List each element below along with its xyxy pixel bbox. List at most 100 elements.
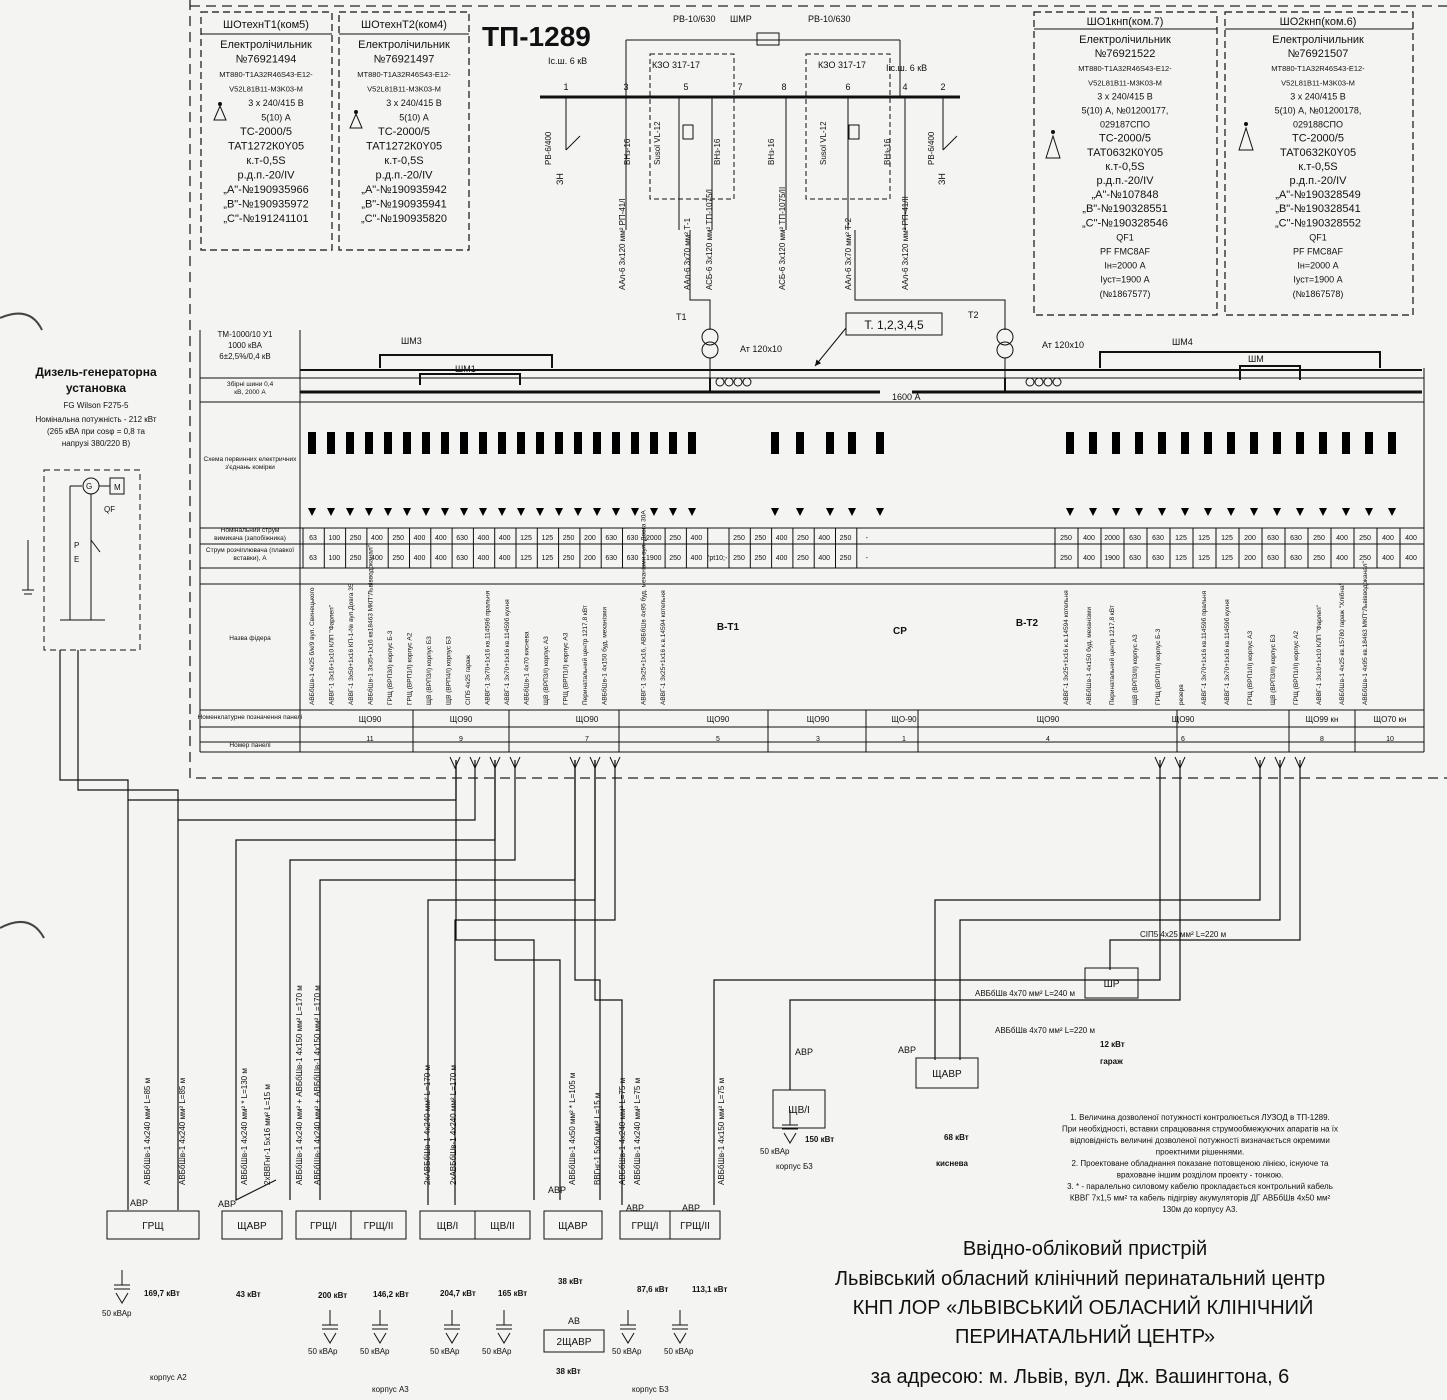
switch-icon <box>407 410 415 418</box>
switch-icon <box>1277 410 1285 418</box>
footer-line-4: ПЕРИНАТАЛЬНИЙ ЦЕНТР» <box>955 1324 1215 1348</box>
terminal-arrow <box>1274 756 1286 770</box>
switch-icon <box>483 410 491 418</box>
hv-device-label: ВНз-16 <box>883 138 892 165</box>
switch-icon <box>1323 410 1331 418</box>
panel-name: ГРЩ/ІІ <box>364 1221 394 1232</box>
trip-current-cell: 250 <box>563 555 575 562</box>
meter-line: 3 х 240/415 В <box>386 98 442 108</box>
isc-right: Ііс.ш. 6 кВ <box>886 63 927 73</box>
cable-label: АВБбШв-1 4х240 мм² L=75 м <box>633 1078 642 1185</box>
rated-current-cell: 200 <box>1244 535 1256 542</box>
cable-label: АВБбШв 4х70 мм² L=240 м <box>975 989 1075 998</box>
cable-route <box>594 760 623 1205</box>
meter-line: 5(10) А <box>399 113 429 123</box>
hv-cell-number: 4 <box>902 82 907 92</box>
panel-box <box>474 1210 531 1240</box>
hv-cable-label: АСБ-6 3х120 мм² ТП-1075/ІІ <box>778 187 787 290</box>
meter-line: „С"-№190328552 <box>1275 217 1361 229</box>
shmr-label: ШМР <box>730 14 752 24</box>
trip-current-cell: - <box>866 555 869 562</box>
trip-current-cell: 630 <box>1152 555 1164 562</box>
rated-current-cell: 630 <box>605 535 617 542</box>
note-line: проектними рішеннями. <box>1156 1148 1244 1157</box>
trip-current-cell: 630 <box>627 555 639 562</box>
trip-current-cell: 400 <box>371 555 383 562</box>
fuse-icon <box>771 432 779 454</box>
trip-current-cell: 400 <box>818 555 830 562</box>
arrow-icon <box>1342 508 1350 516</box>
meter-line: Ін=2000 А <box>1104 261 1145 271</box>
building-label: корпус А2 <box>150 1373 187 1382</box>
panel-name: ЩАВР <box>558 1221 588 1232</box>
switch-icon <box>830 410 838 418</box>
terminal-arrow <box>1254 756 1266 770</box>
trip-current-cell: 400 <box>414 555 426 562</box>
terminal-arrow <box>449 756 461 770</box>
meter-box-t2: ШОтехнТ2(ком4) <box>338 11 470 251</box>
kso-right-label: КЗО 317-17 <box>818 60 866 70</box>
fuse-icon <box>441 432 449 454</box>
feeder-name: Перинатальний центр 1217,8 кВт <box>581 605 589 705</box>
panel-type: ЩО90 <box>707 715 730 724</box>
hv-cell-number: 2 <box>940 82 945 92</box>
meter-line: к.т-0,5S <box>1298 161 1337 173</box>
arrow-icon <box>688 508 696 516</box>
meter-text-group: Електролічильник№76921494МТ880-Т1А32R46S… <box>219 34 1365 299</box>
fuse-icon <box>365 432 373 454</box>
fuse-icon <box>612 432 620 454</box>
feeder-name: АВВГ-1 3х70+1х16 кв.11459б пральня <box>484 590 492 705</box>
feeder-name: АВВГ-1 3х50+1х16 КП-1-№ вул.Довга 35 <box>348 583 355 705</box>
feeder-name: В-Т1 <box>717 622 740 633</box>
switch-icon <box>635 410 643 418</box>
feeder-name: АВВГ-1 3х25+1х16 к.в.14594 котельня <box>660 590 667 705</box>
trip-current-cell: 125 <box>541 555 553 562</box>
fuse-icon <box>631 432 639 454</box>
arrow-icon <box>555 508 563 516</box>
arrow-icon <box>593 508 601 516</box>
panel-box <box>772 1089 826 1129</box>
fuse-icon <box>1250 432 1258 454</box>
trip-current-cell: 630 <box>1290 555 1302 562</box>
fuse-icon <box>1089 432 1097 454</box>
terminal-arrow <box>469 756 481 770</box>
shm-bar <box>1099 351 1381 368</box>
panel-name: ЩАВР <box>932 1069 962 1080</box>
arrow-icon <box>1112 508 1120 516</box>
cable-label: АВБбШв-1 4х240 мм² + АВБбШв-1 4х150 мм² … <box>313 985 322 1185</box>
transformer-spec: 6±2,5%/0,4 кВ <box>219 352 270 361</box>
rated-current-cell: 125 <box>541 535 553 542</box>
meter-line: МТ880-Т1А32R46S43-Е12- <box>1271 64 1365 73</box>
switch-icon <box>852 410 860 418</box>
cable-route <box>1109 760 1301 970</box>
trip-current-cell: 250 <box>1060 555 1072 562</box>
switch-icon <box>673 410 681 418</box>
fuse-icon <box>327 432 335 454</box>
feeder-name: ЩВ (ВРП3/ІІ) корпус Б3 <box>1270 634 1277 705</box>
trip-current-cell: 400 <box>435 555 447 562</box>
terminal-arrow <box>1294 756 1306 770</box>
punch-hole <box>0 312 43 331</box>
rated-current-cell: 125 <box>520 535 532 542</box>
cable-label: 2хАВБбШв-1 4х240 мм² L=170 м <box>449 1065 458 1185</box>
panel-name: ЩАВР <box>237 1221 267 1232</box>
meter-line: ТАТ1272К0Y05 <box>366 141 442 153</box>
feeder-name: АВВГ-1 3х10+1х10 КЛП "Фарлеп" <box>1316 604 1323 705</box>
meter-line: Електролічильник <box>1079 34 1171 46</box>
arrow-icon <box>848 508 856 516</box>
trip-current-cell: 250 <box>754 555 766 562</box>
diesel-text-line: установка <box>66 381 127 395</box>
power-label: 204,7 кВт <box>440 1289 476 1298</box>
fuse-icon <box>1181 432 1189 454</box>
trip-current-cell: 'pt10;- <box>708 555 728 562</box>
rated-current-cell: 63 <box>309 535 317 542</box>
cable-route <box>959 760 1281 1060</box>
rated-current-cell: 250 <box>840 535 852 542</box>
panel-name: ЩВ/І <box>437 1221 459 1232</box>
cable-route <box>934 760 1261 1060</box>
